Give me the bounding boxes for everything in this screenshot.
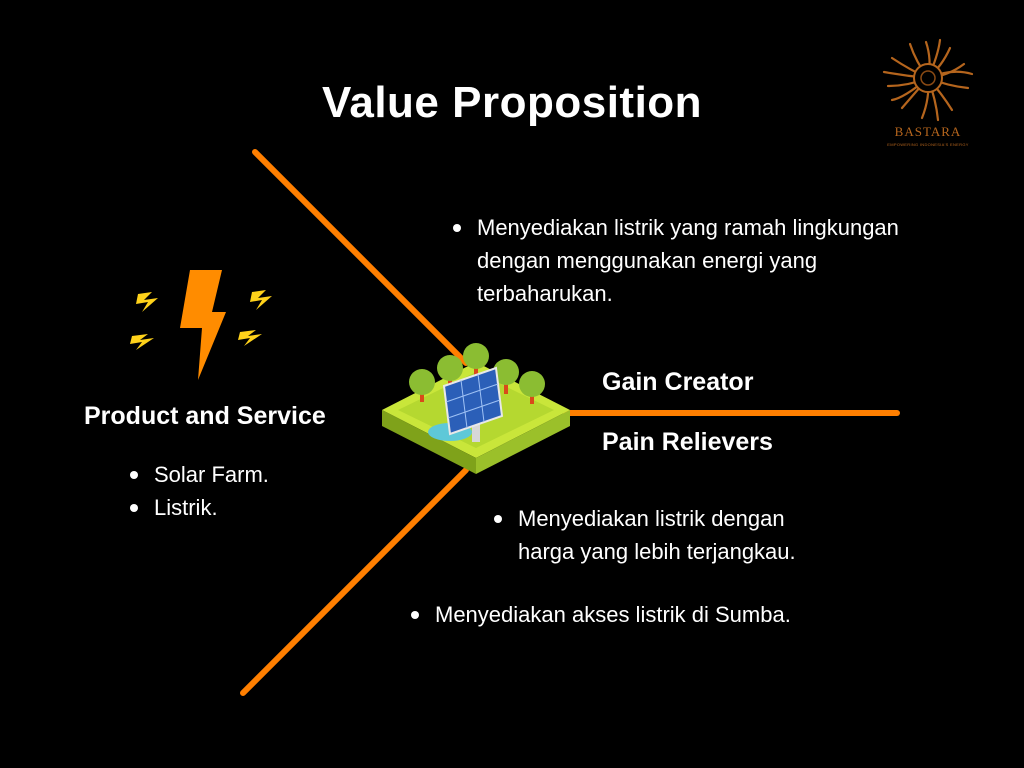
logo-tagline: EMPOWERING INDONESIA'S ENERGY <box>887 142 969 147</box>
pain-relievers-list-2: Menyediakan akses listrik di Sumba. <box>409 598 869 631</box>
list-item: Solar Farm. <box>128 458 348 491</box>
lower-diagonal-line <box>240 467 469 696</box>
pain-relievers-list: Menyediakan listrik dengan harga yang le… <box>492 502 822 568</box>
bastara-logo: BASTARA EMPOWERING INDONESIA'S ENERGY <box>880 38 976 154</box>
gain-creator-list: Menyediakan listrik yang ramah lingkunga… <box>451 211 911 310</box>
logo-name: BASTARA <box>894 124 962 139</box>
list-item: Listrik. <box>128 491 348 524</box>
product-service-heading: Product and Service <box>84 402 326 430</box>
product-service-list: Solar Farm. Listrik. <box>128 458 348 524</box>
lightning-bolt-main <box>180 270 226 380</box>
gain-creator-heading: Gain Creator <box>602 368 754 396</box>
pain-relievers-heading: Pain Relievers <box>602 428 773 456</box>
lightning-bolt-icon <box>130 270 272 380</box>
page-title: Value Proposition <box>321 78 703 127</box>
solar-farm-icon <box>382 343 570 474</box>
upper-diagonal-line <box>252 149 469 366</box>
list-item: Menyediakan listrik yang ramah lingkunga… <box>451 211 911 310</box>
list-item: Menyediakan listrik dengan harga yang le… <box>492 502 822 568</box>
spark-icons <box>130 290 272 350</box>
sun-logo-icon <box>882 38 974 122</box>
list-item: Menyediakan akses listrik di Sumba. <box>409 598 869 631</box>
